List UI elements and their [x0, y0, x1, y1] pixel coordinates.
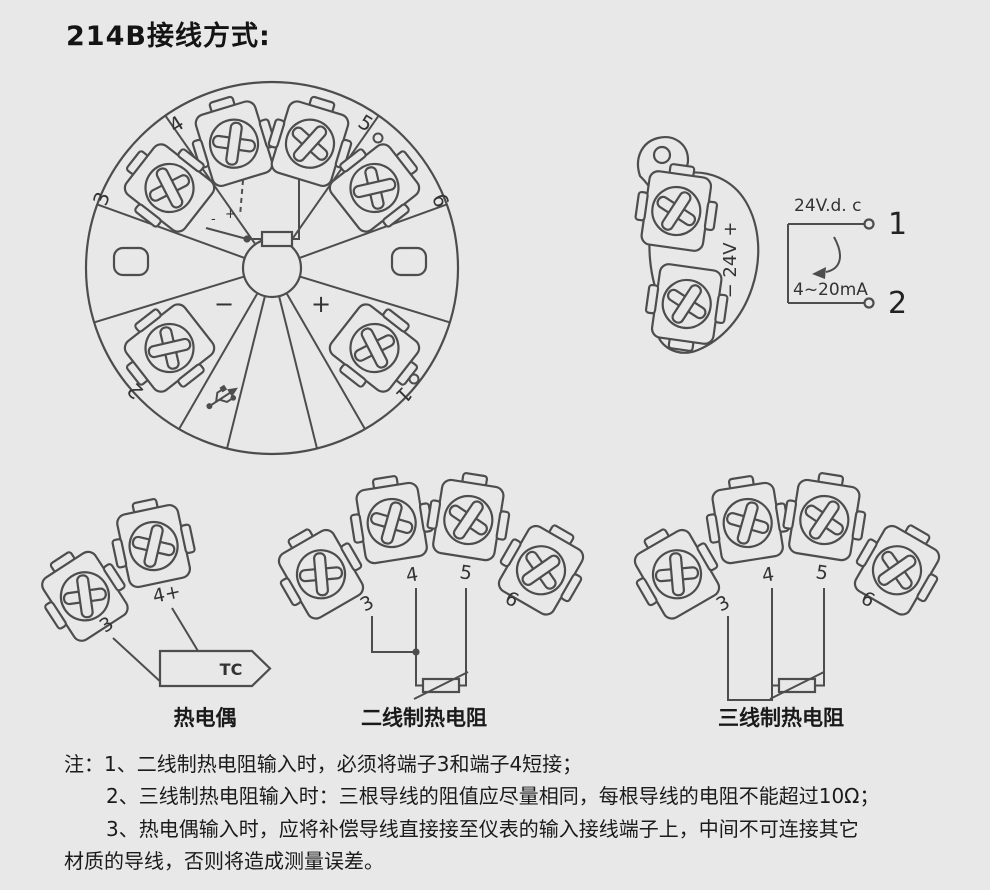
tc-label-4: 4+: [151, 580, 183, 607]
module-24v-label: − 24V +: [720, 222, 741, 299]
page-title: 214B接线方式:: [66, 21, 271, 52]
head-mark-plus: +: [225, 207, 236, 222]
rtd2-caption: 二线制热电阻: [361, 706, 487, 730]
head-label-1-circle-mark: [408, 373, 420, 385]
supply-terminal-2-node: [863, 297, 875, 309]
supply-circuit-diagram: 24V.d. c 1 2 4~20mA: [787, 196, 907, 321]
rtd3-label-5: 5: [814, 561, 829, 585]
notes-section: 注：1、二线制热电阻输入时，必须将端子3和端子4短接； 2、三线制热电阻输入时：…: [64, 748, 964, 878]
module-ear-hole: [652, 145, 672, 165]
head-center-circle: [241, 237, 303, 299]
rtd3-caption: 三线制热电阻: [718, 706, 844, 730]
note-line-2: 2、三线制热电阻输入时：三根导线的阻值应尽量相同，每根导线的电阻不能超过10Ω；: [106, 784, 880, 809]
rtd2-label-3: 3: [357, 591, 378, 616]
terminal-head-diagram: - + 3 4 5 6 1 2 − +: [84, 80, 460, 456]
rtd3-terminal-5-screw: [778, 467, 872, 564]
note-line-3: 3、热电偶输入时，应将补偿导线直接接至仪表的输入接线端子上，中间不可连接其它: [106, 816, 859, 841]
supply-voltage-label: 24V.d. c: [794, 196, 861, 216]
head-right-slot: [390, 246, 428, 277]
two-wire-rtd-diagram: 3 4 5 6 二线制热电阻: [262, 467, 600, 730]
rtd3-label-4: 4: [760, 563, 775, 587]
three-wire-rtd-diagram: 3 4 5 6 三线制热电阻: [618, 467, 956, 730]
supply-terminal-1-label: 1: [888, 207, 907, 242]
supply-terminal-1-node: [863, 218, 875, 230]
head-sector-lines: [93, 115, 451, 449]
usb-icon: [206, 384, 238, 410]
tc-symbol-label: TC: [220, 660, 243, 679]
head-label-5-circle-mark: [372, 132, 384, 144]
supply-terminal-2-label: 2: [888, 286, 907, 321]
current-direction-arrow: [825, 236, 841, 273]
head-plus-sign: +: [311, 290, 331, 318]
power-module-diagram: − 24V +: [630, 136, 760, 357]
tc-caption: 热电偶: [174, 706, 237, 730]
rtd2-label-4: 4: [404, 563, 419, 587]
rtd2-label-5: 5: [458, 561, 473, 585]
rtd2-terminal-5-screw: [422, 467, 516, 564]
head-internal-wiring: - +: [205, 179, 300, 248]
note-line-1: 注：1、二线制热电阻输入时，必须将端子3和端子4短接；: [64, 752, 583, 776]
wiring-diagram-canvas: - + 3 4 5 6 1 2 − +: [25, 80, 956, 730]
rtd3-terminal-4-screw: [700, 470, 794, 567]
thermocouple-diagram: 3 4+ TC 热电偶: [25, 491, 272, 730]
head-left-slot: [112, 246, 150, 277]
tc-junction-symbol: [158, 649, 272, 688]
note-line-4: 材质的导线，否则将造成测量误差。: [64, 849, 384, 874]
head-minus-sign: −: [214, 290, 234, 318]
rtd2-terminal-4-screw: [344, 470, 438, 567]
head-mark-minus: -: [211, 212, 216, 227]
supply-current-label: 4~20mA: [793, 280, 868, 300]
rtd3-label-3: 3: [713, 591, 734, 616]
